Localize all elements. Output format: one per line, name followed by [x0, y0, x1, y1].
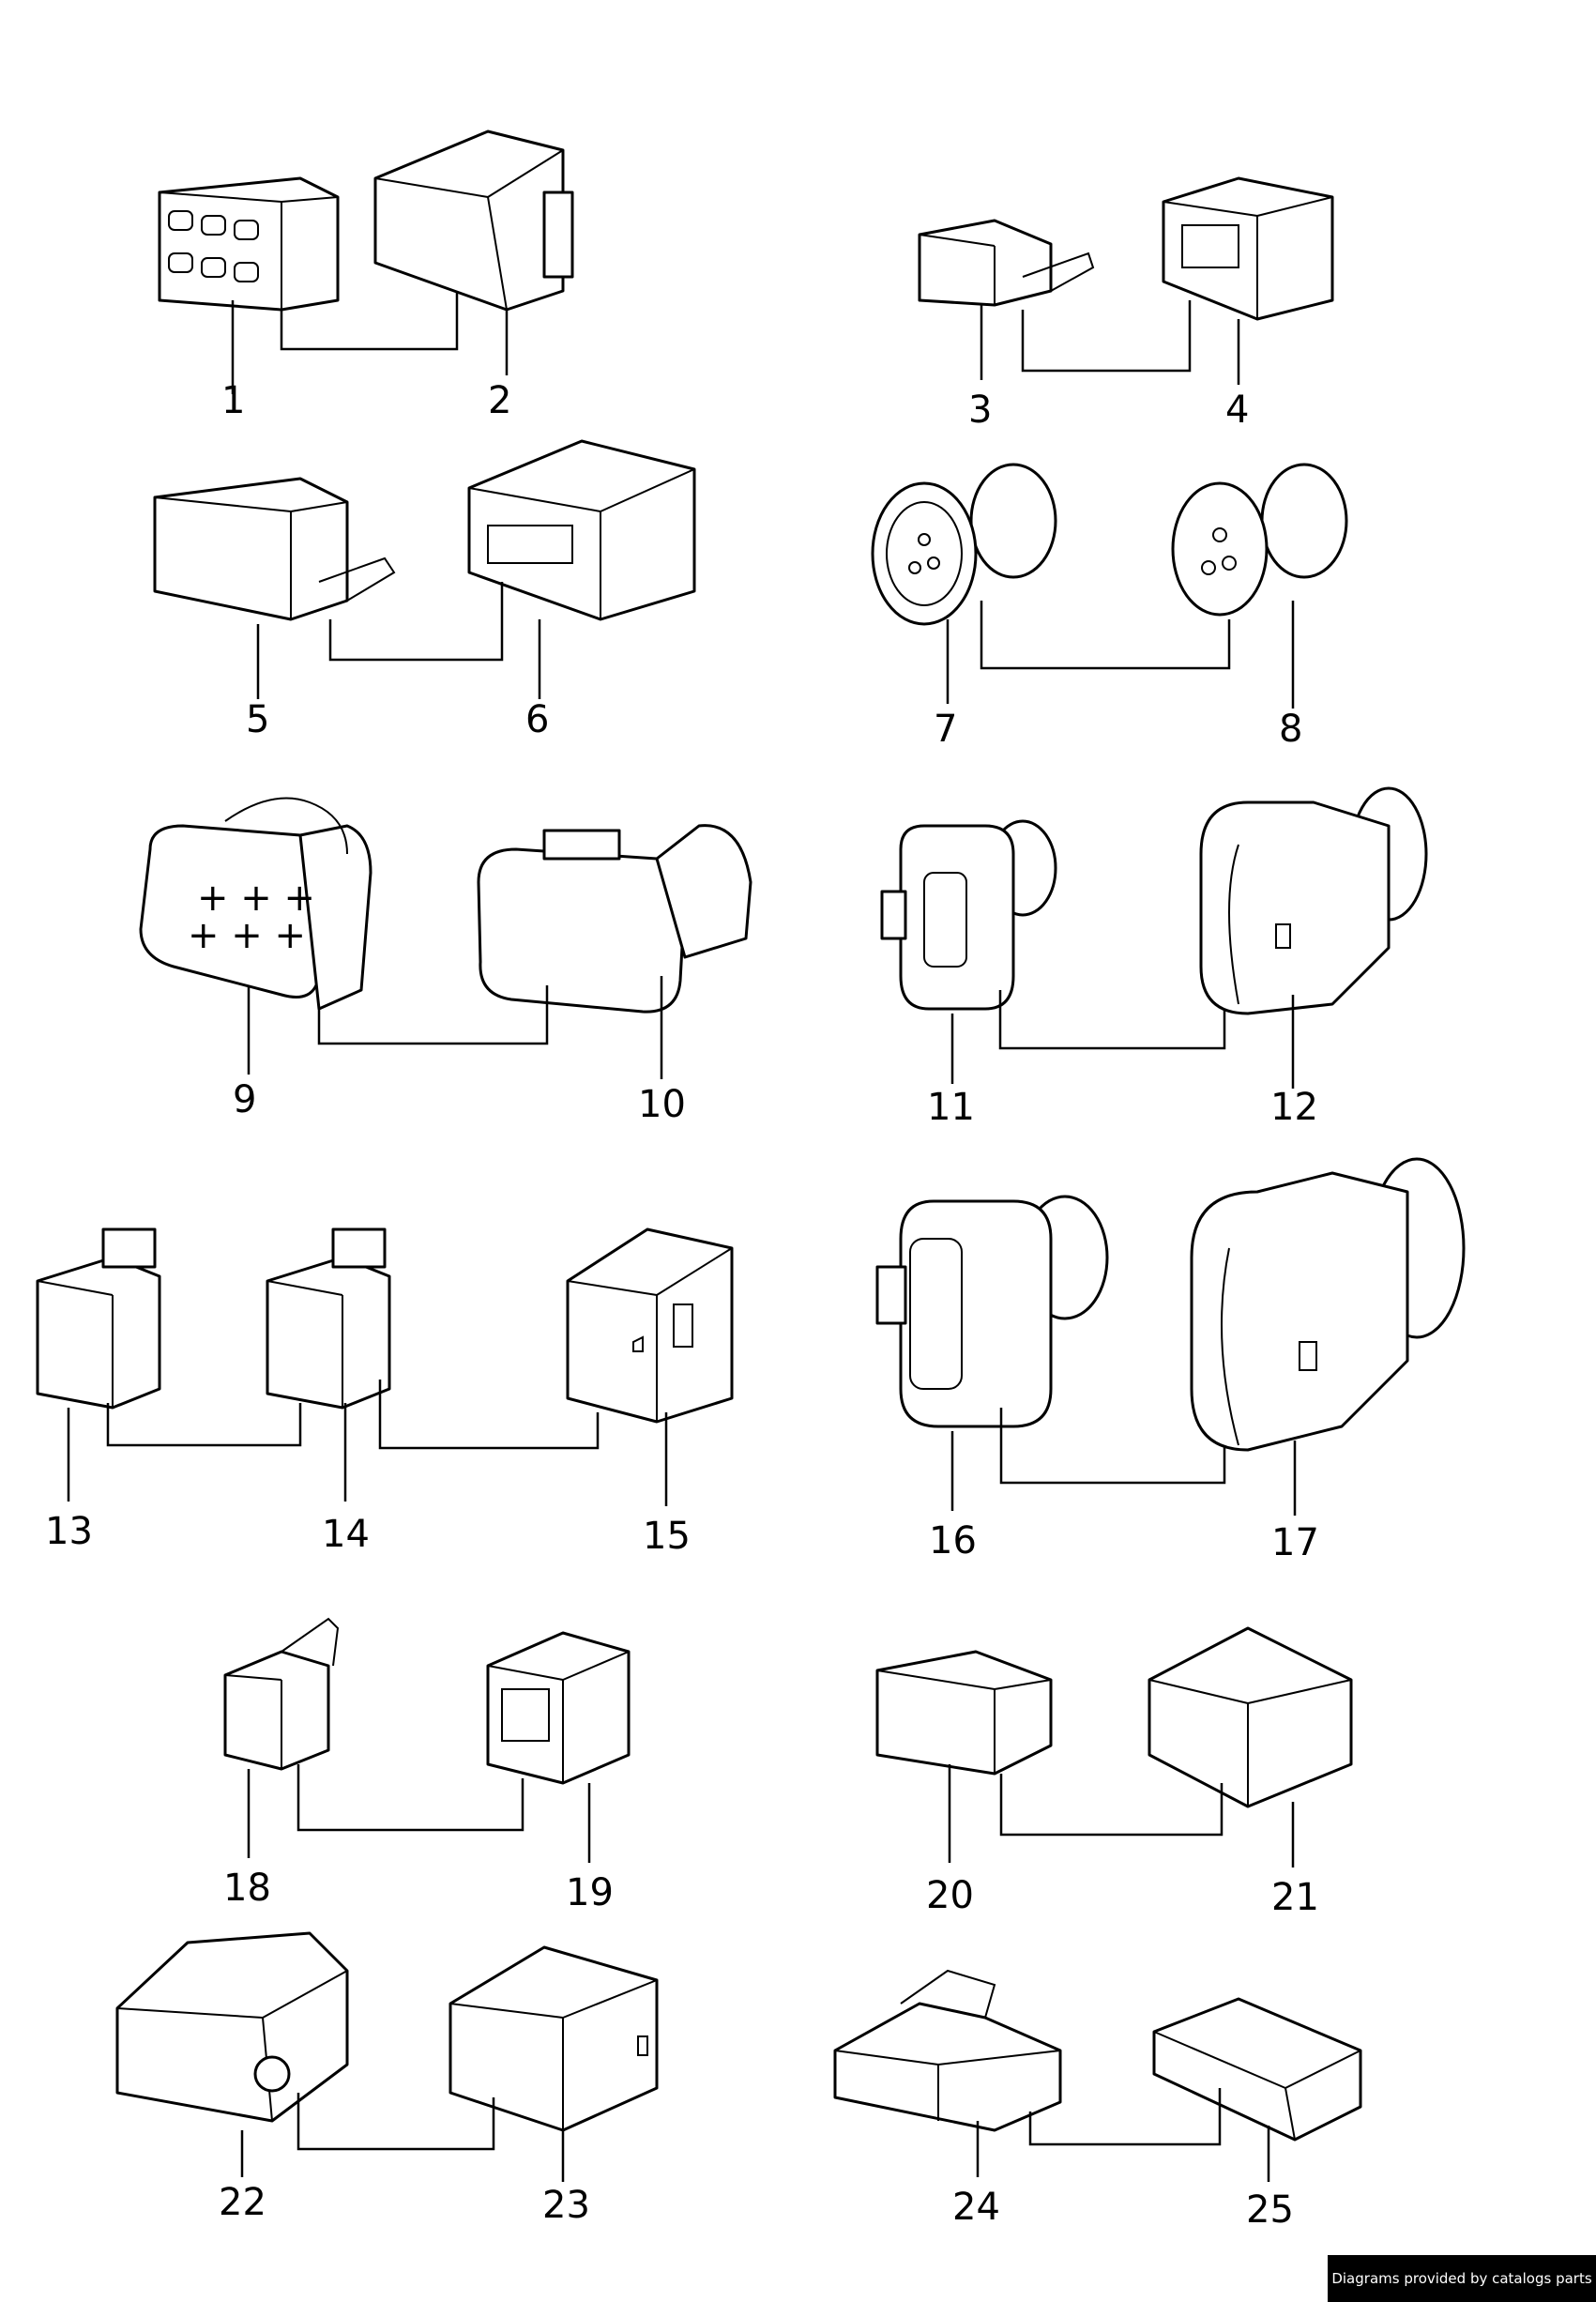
label-20: 20 — [926, 1874, 974, 1917]
leader-16-17 — [950, 1408, 1297, 1516]
label-4: 4 — [1225, 389, 1249, 432]
part-17 — [1190, 1157, 1466, 1452]
leader-20-21 — [948, 1764, 1295, 1868]
part-23 — [448, 1945, 659, 2132]
label-17: 17 — [1271, 1521, 1319, 1564]
part-22 — [115, 1931, 349, 2123]
part-19 — [486, 1631, 631, 1785]
label-2: 2 — [488, 379, 511, 422]
label-11: 11 — [927, 1086, 975, 1129]
label-10: 10 — [638, 1083, 686, 1126]
label-5: 5 — [246, 698, 269, 741]
leader-5-6 — [256, 582, 541, 699]
part-2 — [373, 130, 574, 312]
part-6 — [467, 439, 696, 621]
label-25: 25 — [1246, 2188, 1294, 2232]
label-21: 21 — [1271, 1876, 1319, 1919]
part-21 — [1148, 1626, 1353, 1808]
part-4 — [1162, 176, 1334, 321]
label-1: 1 — [221, 379, 245, 422]
part-5 — [153, 477, 396, 621]
label-6: 6 — [525, 698, 549, 741]
leader-22-23 — [240, 2093, 565, 2182]
part-24 — [833, 1969, 1062, 2132]
label-19: 19 — [566, 1871, 614, 1914]
part-16 — [875, 1195, 1109, 1428]
leader-11-12 — [950, 990, 1295, 1089]
label-22: 22 — [219, 2181, 266, 2224]
part-18 — [223, 1617, 340, 1771]
svg-text:+ + +: + + + — [188, 914, 306, 957]
leader-24-25 — [976, 2088, 1270, 2182]
label-3: 3 — [968, 389, 992, 432]
label-8: 8 — [1279, 708, 1302, 751]
part-13 — [36, 1227, 161, 1410]
part-11 — [880, 819, 1057, 1011]
leader-9-10 — [247, 976, 663, 1079]
part-10 — [477, 824, 752, 1014]
part-25 — [1152, 1997, 1362, 2142]
label-14: 14 — [322, 1513, 370, 1556]
label-9: 9 — [233, 1078, 256, 1121]
part-8 — [1171, 463, 1348, 617]
label-12: 12 — [1270, 1086, 1318, 1129]
label-15: 15 — [643, 1515, 691, 1558]
part-3 — [918, 219, 1095, 307]
label-16: 16 — [929, 1519, 977, 1563]
leader-3-4 — [980, 300, 1240, 385]
part-7 — [871, 463, 1057, 626]
label-23: 23 — [542, 2184, 590, 2227]
leader-18-19 — [247, 1764, 591, 1863]
leader-13-14-15 — [67, 1380, 668, 1506]
leader-1-2 — [231, 291, 509, 394]
part-20 — [875, 1650, 1053, 1776]
part-14 — [266, 1227, 391, 1410]
part-1 — [158, 176, 340, 312]
part-9: + + + + + + — [139, 797, 372, 1011]
part-15 — [566, 1227, 734, 1424]
svg-text:+ + +: + + + — [197, 877, 315, 920]
leader-7-8 — [946, 601, 1295, 709]
credit-badge: Diagrams provided by catalogs parts — [1328, 2255, 1596, 2302]
label-7: 7 — [934, 708, 957, 751]
part-12 — [1199, 786, 1428, 1015]
label-18: 18 — [223, 1867, 271, 1910]
label-24: 24 — [952, 2186, 1000, 2229]
label-13: 13 — [45, 1510, 93, 1553]
